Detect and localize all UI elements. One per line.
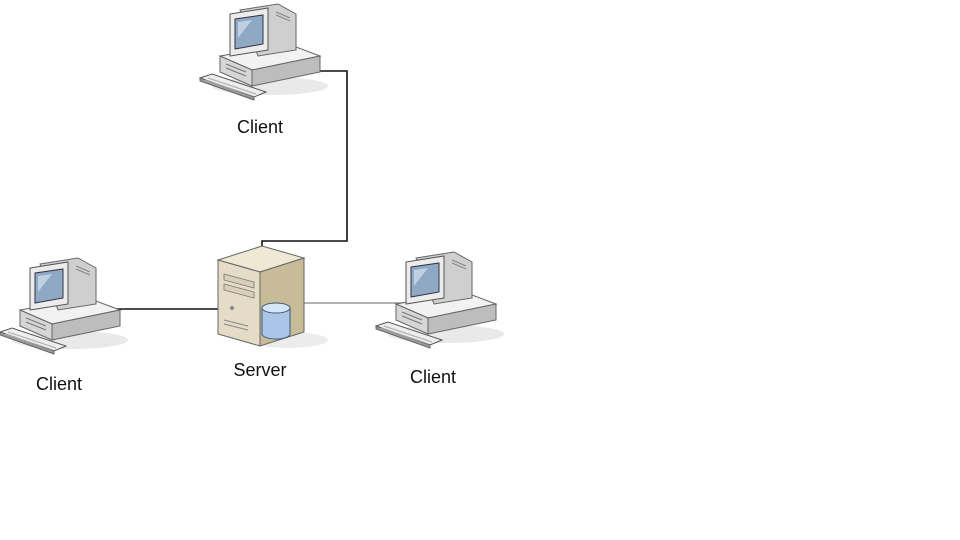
- server-tower-icon: [217, 245, 329, 349]
- client-right-computer-icon: [375, 251, 505, 349]
- client-left-computer-icon: [0, 257, 129, 355]
- client-top-label: Client: [236, 117, 284, 137]
- client-right-label: Client: [409, 367, 457, 387]
- client-left-label: Client: [35, 374, 83, 394]
- client-top-computer-icon: [199, 3, 329, 101]
- server-label: Server: [233, 360, 287, 380]
